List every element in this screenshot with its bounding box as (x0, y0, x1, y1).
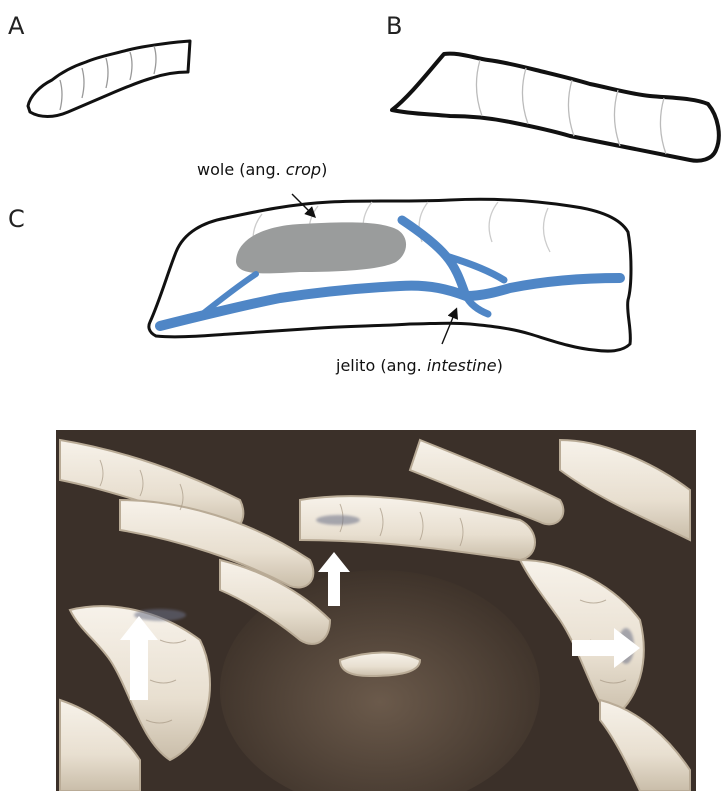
larva-a (28, 41, 190, 117)
larva-c (149, 199, 631, 351)
larvae-photo (56, 430, 696, 791)
larva-b (392, 54, 719, 161)
